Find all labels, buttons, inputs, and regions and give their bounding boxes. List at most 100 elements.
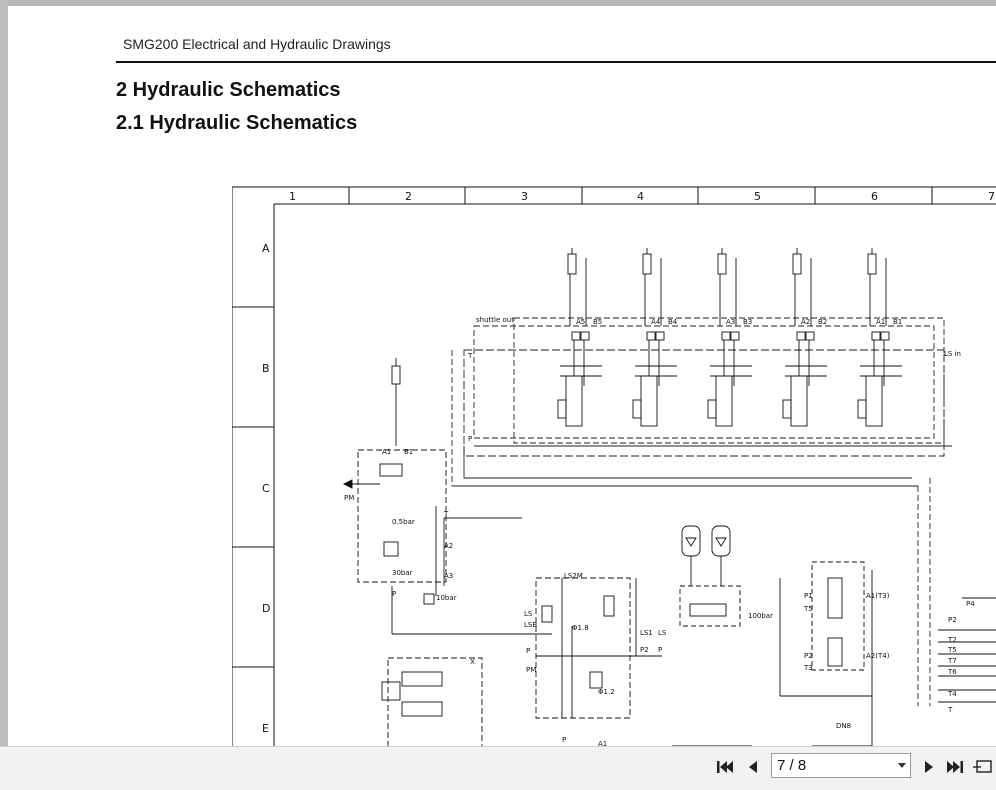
schematic-label: LS1	[640, 629, 653, 637]
schematic-label: T	[467, 352, 473, 360]
last-page-icon[interactable]	[944, 756, 966, 778]
port-icon	[721, 331, 731, 341]
schematic-label: T	[947, 706, 953, 714]
schematic-label: Φ1.2	[598, 688, 615, 696]
schematic-label: DN8	[836, 722, 851, 730]
schematic-label: 30bar	[392, 569, 413, 577]
header-rule	[116, 61, 996, 63]
schematic-label: 10bar	[436, 594, 457, 602]
solenoid-icon	[857, 399, 867, 419]
first-page-icon[interactable]	[714, 756, 736, 778]
schematic-label: P	[468, 435, 472, 443]
schematic-label: T7	[947, 657, 957, 665]
spool-valve-icon	[865, 375, 883, 427]
port-icon	[880, 331, 890, 341]
schematic-label: P2	[640, 646, 649, 654]
page-selector[interactable]: 7 / 8	[771, 753, 911, 778]
schematic-label: T4	[947, 690, 957, 698]
port-icon	[730, 331, 740, 341]
column-label: 6	[871, 190, 878, 203]
port-icon	[796, 331, 806, 341]
document-header: SMG200 Electrical and Hydraulic Drawings	[123, 36, 391, 52]
column-label: 7	[988, 190, 995, 203]
page-indicator: 7 / 8	[777, 757, 807, 774]
schematic-label: X	[470, 658, 475, 666]
schematic-label: A1(T3)	[866, 592, 890, 600]
row-label: A	[262, 242, 270, 255]
schematic-label: PM	[526, 666, 536, 674]
fit-page-icon[interactable]	[972, 756, 994, 778]
schematic-label: PM	[344, 494, 354, 502]
schematic-label: T	[443, 510, 449, 518]
row-label: E	[262, 722, 269, 735]
schematic-label: T5	[947, 646, 957, 654]
port-icon	[655, 331, 665, 341]
column-label: 1	[289, 190, 296, 203]
row-label: B	[262, 362, 270, 375]
port-icon	[571, 331, 581, 341]
solenoid-icon	[707, 399, 717, 419]
schematic-label: T2	[947, 636, 957, 644]
previous-page-icon[interactable]	[742, 756, 764, 778]
spool-valve-icon	[790, 375, 808, 427]
schematic-label: B3	[743, 318, 752, 326]
column-label: 2	[405, 190, 412, 203]
schematic-label: A2(T4)	[866, 652, 890, 660]
port-icon	[646, 331, 656, 341]
hydraulic-schematic: 1 2 3 4 5 6 7 A B C D E	[232, 186, 996, 746]
schematic-label: B5	[593, 318, 602, 326]
schematic-label: LS2M	[564, 572, 583, 580]
spool-valve-icon	[565, 375, 583, 427]
schematic-label: A1	[876, 318, 885, 326]
schematic-label: A5	[576, 318, 585, 326]
spool-valve-icon	[640, 375, 658, 427]
schematic-label: A1	[382, 448, 391, 456]
schematic-label: T5	[803, 605, 813, 613]
window-top-border	[0, 0, 996, 6]
schematic-label: P	[562, 736, 566, 744]
schematic-label: P2	[948, 616, 957, 624]
solenoid-icon	[557, 399, 567, 419]
port-icon	[871, 331, 881, 341]
schematic-label: A4	[651, 318, 661, 326]
schematic-label: T6	[947, 668, 957, 676]
schematic-label: P2	[804, 652, 813, 660]
row-label: C	[262, 482, 270, 495]
cylinder-icon	[642, 253, 652, 275]
solenoid-icon	[782, 399, 792, 419]
schematic-label: LS in	[944, 350, 961, 358]
port-icon	[580, 331, 590, 341]
schematic-label: 0.5bar	[392, 518, 415, 526]
schematic-label: shuttle out	[476, 316, 514, 324]
schematic-label: P4	[966, 600, 975, 608]
window-left-border	[0, 0, 8, 789]
schematic-label: A3	[444, 572, 453, 580]
port-icon	[805, 331, 815, 341]
schematic-label: P	[392, 590, 396, 598]
schematic-label: B2	[818, 318, 827, 326]
schematic-label: A1	[598, 740, 607, 746]
schematic-label: A2	[801, 318, 810, 326]
schematic-label: T3	[803, 664, 813, 672]
section-heading: 2 Hydraulic Schematics	[116, 79, 341, 101]
schematic-label: LS	[658, 629, 667, 637]
schematic-label: P1	[804, 592, 813, 600]
chevron-down-icon	[898, 763, 906, 768]
column-label: 3	[521, 190, 528, 203]
cylinder-icon	[567, 253, 577, 275]
schematic-label: A2	[444, 542, 453, 550]
schematic-label: B1	[893, 318, 902, 326]
schematic-label: B4	[668, 318, 678, 326]
schematic-label: B1	[404, 448, 413, 456]
subsection-heading: 2.1 Hydraulic Schematics	[116, 112, 358, 134]
schematic-label: Φ1.8	[572, 624, 589, 632]
cylinder-icon	[792, 253, 802, 275]
spool-valve-icon	[715, 375, 733, 427]
column-label: 5	[754, 190, 761, 203]
schematic-label: A3	[726, 318, 735, 326]
next-page-icon[interactable]	[918, 756, 940, 778]
row-label: D	[262, 602, 270, 615]
schematic-label: P	[526, 647, 530, 655]
schematic-label: LS	[524, 610, 533, 618]
column-label: 4	[637, 190, 644, 203]
